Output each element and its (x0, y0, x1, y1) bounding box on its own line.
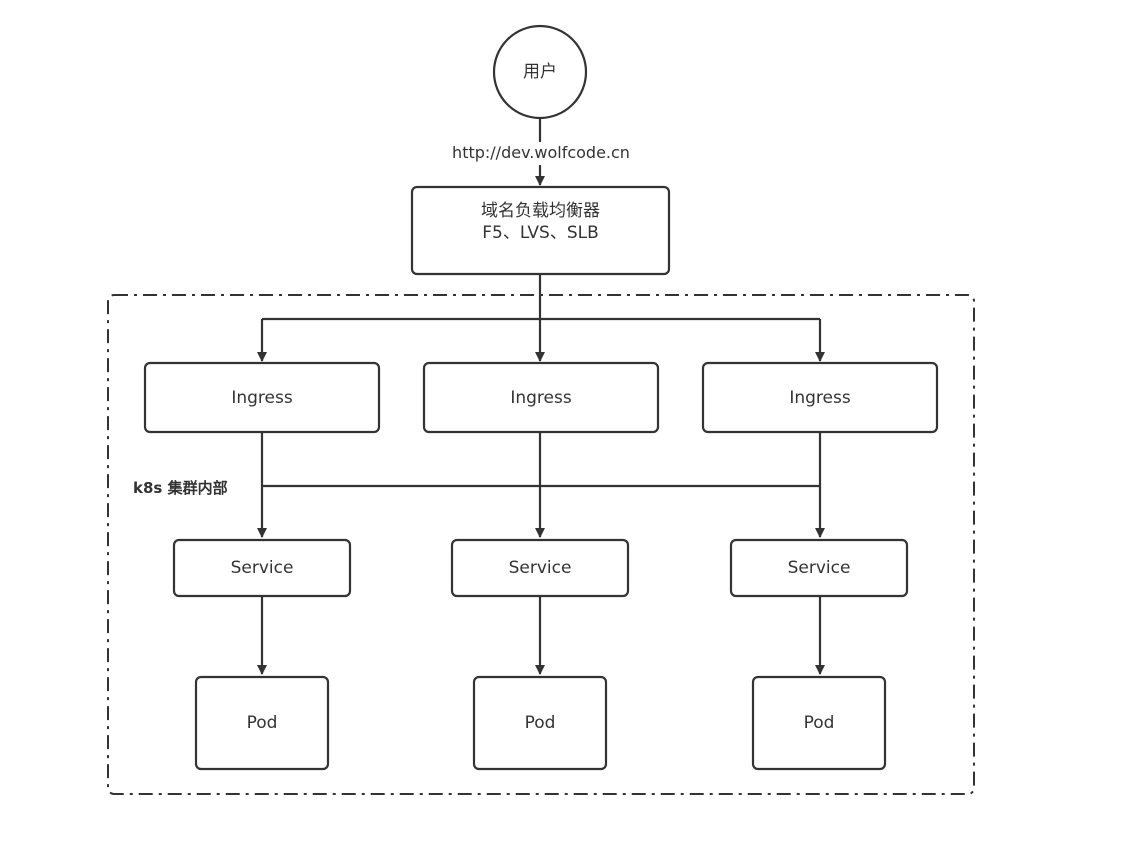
edge-url-label: http://dev.wolfcode.cn (446, 143, 636, 162)
load-balancer-title: 域名负载均衡器 (481, 201, 600, 221)
ingress-label-2: Ingress (510, 387, 572, 408)
pod-node-2 (472, 675, 608, 771)
service-label-2: Service (508, 558, 572, 578)
pod-label-2: Pod (524, 713, 556, 733)
load-balancer-subtitle: F5、LVS、SLB (482, 223, 599, 243)
pod-label-3: Pod (803, 713, 835, 733)
service-label-1: Service (230, 558, 294, 578)
load-balancer-label: 域名负载均衡器 F5、LVS、SLB (412, 187, 669, 257)
ingress-label-3: Ingress (789, 387, 851, 408)
service-label-3: Service (787, 558, 851, 578)
user-label: 用户 (494, 50, 586, 94)
ingress-label-1: Ingress (231, 387, 293, 408)
user-label-text: 用户 (523, 62, 557, 82)
pod-node-1 (194, 675, 330, 771)
pod-label-1: Pod (246, 713, 278, 733)
cluster-label: k8s 集群内部 (133, 479, 228, 497)
pod-node-3 (751, 675, 887, 771)
